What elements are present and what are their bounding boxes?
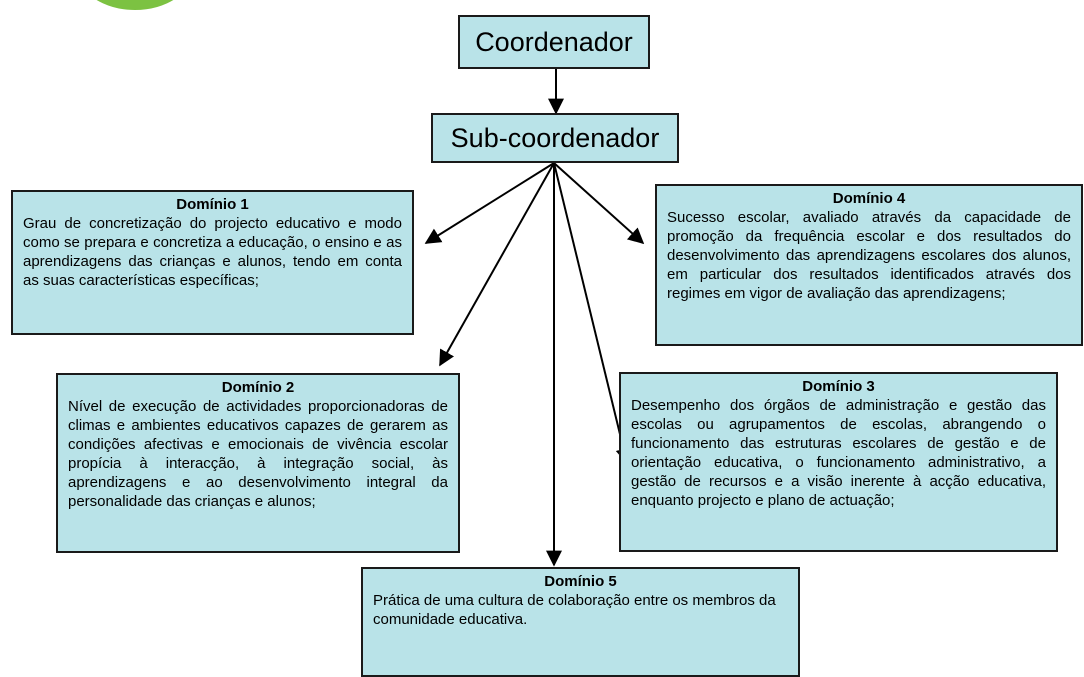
- domain-4-box: Domínio 4 Sucesso escolar, avaliado atra…: [655, 184, 1083, 346]
- domain-2-box: Domínio 2 Nível de execução de actividad…: [56, 373, 460, 553]
- domain-2-text: Nível de execução de actividades proporc…: [68, 398, 448, 510]
- domain-1-title: Domínio 1: [176, 196, 249, 213]
- domain-4-title: Domínio 4: [832, 190, 906, 207]
- domain-5-title: Domínio 5: [544, 573, 617, 590]
- coordinator-box: Coordenador: [458, 15, 650, 69]
- domain-5-text: Prática de uma cultura de colaboração en…: [373, 592, 776, 628]
- sub-coordinator-label: Sub-coordenador: [450, 122, 660, 153]
- sub-coordinator-box: Sub-coordenador: [431, 113, 679, 163]
- arrow-to-domain-2: [439, 162, 555, 367]
- domain-5-box: Domínio 5 Prática de uma cultura de cola…: [361, 567, 800, 677]
- connector-lines: [424, 68, 645, 567]
- arrow-to-domain-1: [424, 162, 555, 244]
- logo: [80, 0, 190, 14]
- domain-1-text: Grau de concretização do projecto educat…: [23, 215, 402, 289]
- domain-2-title: Domínio 2: [221, 379, 295, 396]
- domain-1-box: Domínio 1 Grau de concretização do proje…: [11, 190, 414, 335]
- domain-3-title: Domínio 3: [802, 378, 875, 395]
- domain-4-text: Sucesso escolar, avaliado através da cap…: [667, 209, 1071, 302]
- arrow-to-domain-4: [553, 162, 645, 245]
- domain-3-text: Desempenho dos órgãos de administração e…: [631, 397, 1046, 509]
- coordinator-label: Coordenador: [475, 26, 633, 57]
- domain-3-box: Domínio 3 Desempenho dos órgãos de admin…: [619, 372, 1058, 552]
- arrow-to-domain-3: [553, 162, 632, 465]
